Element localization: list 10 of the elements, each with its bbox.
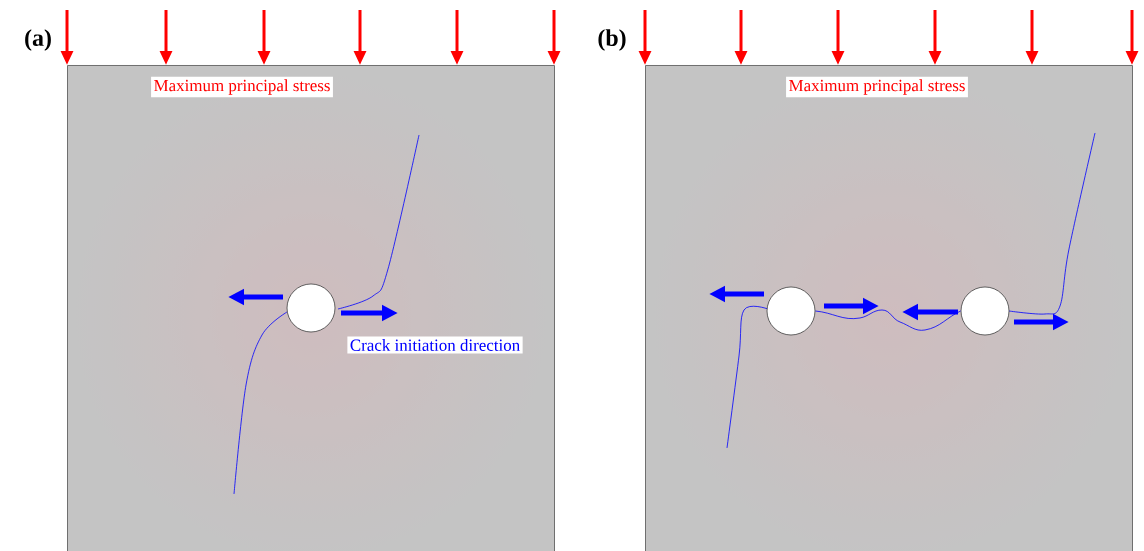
hole-circle	[286, 283, 336, 333]
stress-label: Maximum principal stress	[151, 76, 333, 98]
specimen-panel	[67, 65, 555, 551]
panel-label: (b)	[598, 29, 626, 51]
stress-label: Maximum principal stress	[786, 76, 968, 98]
crack-line	[815, 309, 961, 331]
hole-circle	[960, 286, 1010, 336]
panel-label: (a)	[25, 29, 51, 51]
hole-circle	[766, 286, 816, 336]
specimen-panel	[645, 65, 1133, 551]
